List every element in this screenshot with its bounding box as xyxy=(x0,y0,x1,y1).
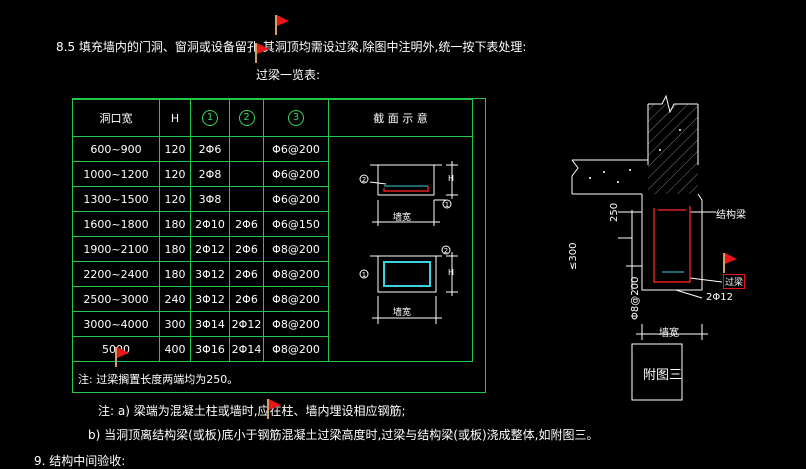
fig3-bars-label: 2Φ12 xyxy=(706,292,733,303)
note-a: 注: a) 梁端为混凝土柱或墙时,应在柱、墙内埋设相应钢筋; xyxy=(98,404,406,418)
flag-icon[interactable] xyxy=(266,398,282,420)
header-section: 截 面 示 意 xyxy=(328,99,473,137)
fig3-lintel-label: 过梁 xyxy=(723,274,746,289)
fig3-dim-300: ≤300 xyxy=(568,242,579,270)
table-title: 过梁一览表: xyxy=(256,68,321,82)
header-bar3: 3 xyxy=(263,99,329,137)
section-heading: 8.5 填充墙内的门洞、窗洞或设备留孔,其洞顶均需设过梁,除图中注明外,统一按下… xyxy=(56,40,527,54)
marker-1b: 1 xyxy=(362,271,366,279)
sketch-wall-width-2: 墙宽 xyxy=(393,308,412,318)
fig3-caption: 附图三 xyxy=(643,368,683,383)
sketch-h-label: H xyxy=(448,174,455,183)
fig3-rebar-label: Φ8@200 xyxy=(630,276,641,320)
flag-icon[interactable] xyxy=(722,252,738,274)
marker-2: 2 xyxy=(362,176,366,184)
note-b: b) 当洞顶离结构梁(或板)底小于钢筋混凝土过梁高度时,过梁与结构梁(或板)浇成… xyxy=(88,428,599,442)
footer-heading: 9. 结构中间验收: xyxy=(34,454,126,468)
header-bar1: 1 xyxy=(190,99,230,137)
fig3-beam-label: 结构梁 xyxy=(716,210,746,221)
flag-icon[interactable] xyxy=(114,346,130,368)
sketch-wall-width: 墙宽 xyxy=(393,213,412,223)
sketch-h-label-2: H xyxy=(448,268,455,277)
table-footnote: 注: 过梁搁置长度两端均为250。 xyxy=(78,373,239,386)
marker-2b: 2 xyxy=(444,247,448,255)
flag-icon[interactable] xyxy=(254,42,270,64)
flag-icon[interactable] xyxy=(274,14,290,36)
marker-1: 1 xyxy=(445,201,449,209)
fig3-wall-width: 墙宽 xyxy=(659,328,679,339)
table-row: 50004003Φ162Φ14Φ8@200 xyxy=(72,336,473,362)
fig3-dim-250: 250 xyxy=(609,202,620,222)
